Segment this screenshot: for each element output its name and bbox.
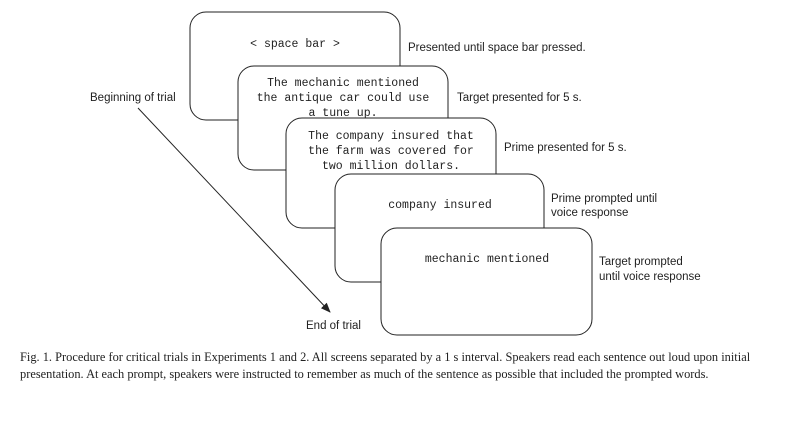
- screen-text-line: mechanic mentioned: [425, 253, 549, 266]
- timeline-arrow: [137, 107, 331, 313]
- screen-text-line: company insured: [388, 199, 492, 212]
- screen-caption: until voice response: [599, 271, 701, 283]
- trial-procedure-diagram: Beginning of trial End of trial < space …: [90, 11, 701, 336]
- screen-text-line: the farm was covered for: [308, 145, 474, 158]
- screen-caption: Prime prompted until: [551, 193, 657, 205]
- screen-text-line: The company insured that: [308, 130, 474, 143]
- end-of-trial-label: End of trial: [306, 320, 361, 332]
- screen-caption: Presented until space bar pressed.: [408, 42, 586, 54]
- screen-text-line: two million dollars.: [322, 160, 460, 173]
- screen-target-prompt: mechanic mentioned Target prompted until…: [380, 227, 701, 336]
- beginning-of-trial-label: Beginning of trial: [90, 92, 176, 104]
- screen-text-line: The mechanic mentioned: [267, 77, 419, 90]
- screen-caption: Prime presented for 5 s.: [504, 142, 627, 154]
- screen-text-line: the antique car could use: [257, 92, 430, 105]
- screen-caption: Target prompted: [599, 256, 683, 268]
- screen-caption: Target presented for 5 s.: [457, 92, 582, 104]
- screen-caption: voice response: [551, 207, 628, 219]
- figure-caption: Fig. 1. Procedure for critical trials in…: [20, 350, 751, 381]
- screen-text-line: a tune up.: [308, 107, 377, 120]
- screen-frame: [380, 227, 593, 336]
- screen-text-line: < space bar >: [250, 38, 340, 51]
